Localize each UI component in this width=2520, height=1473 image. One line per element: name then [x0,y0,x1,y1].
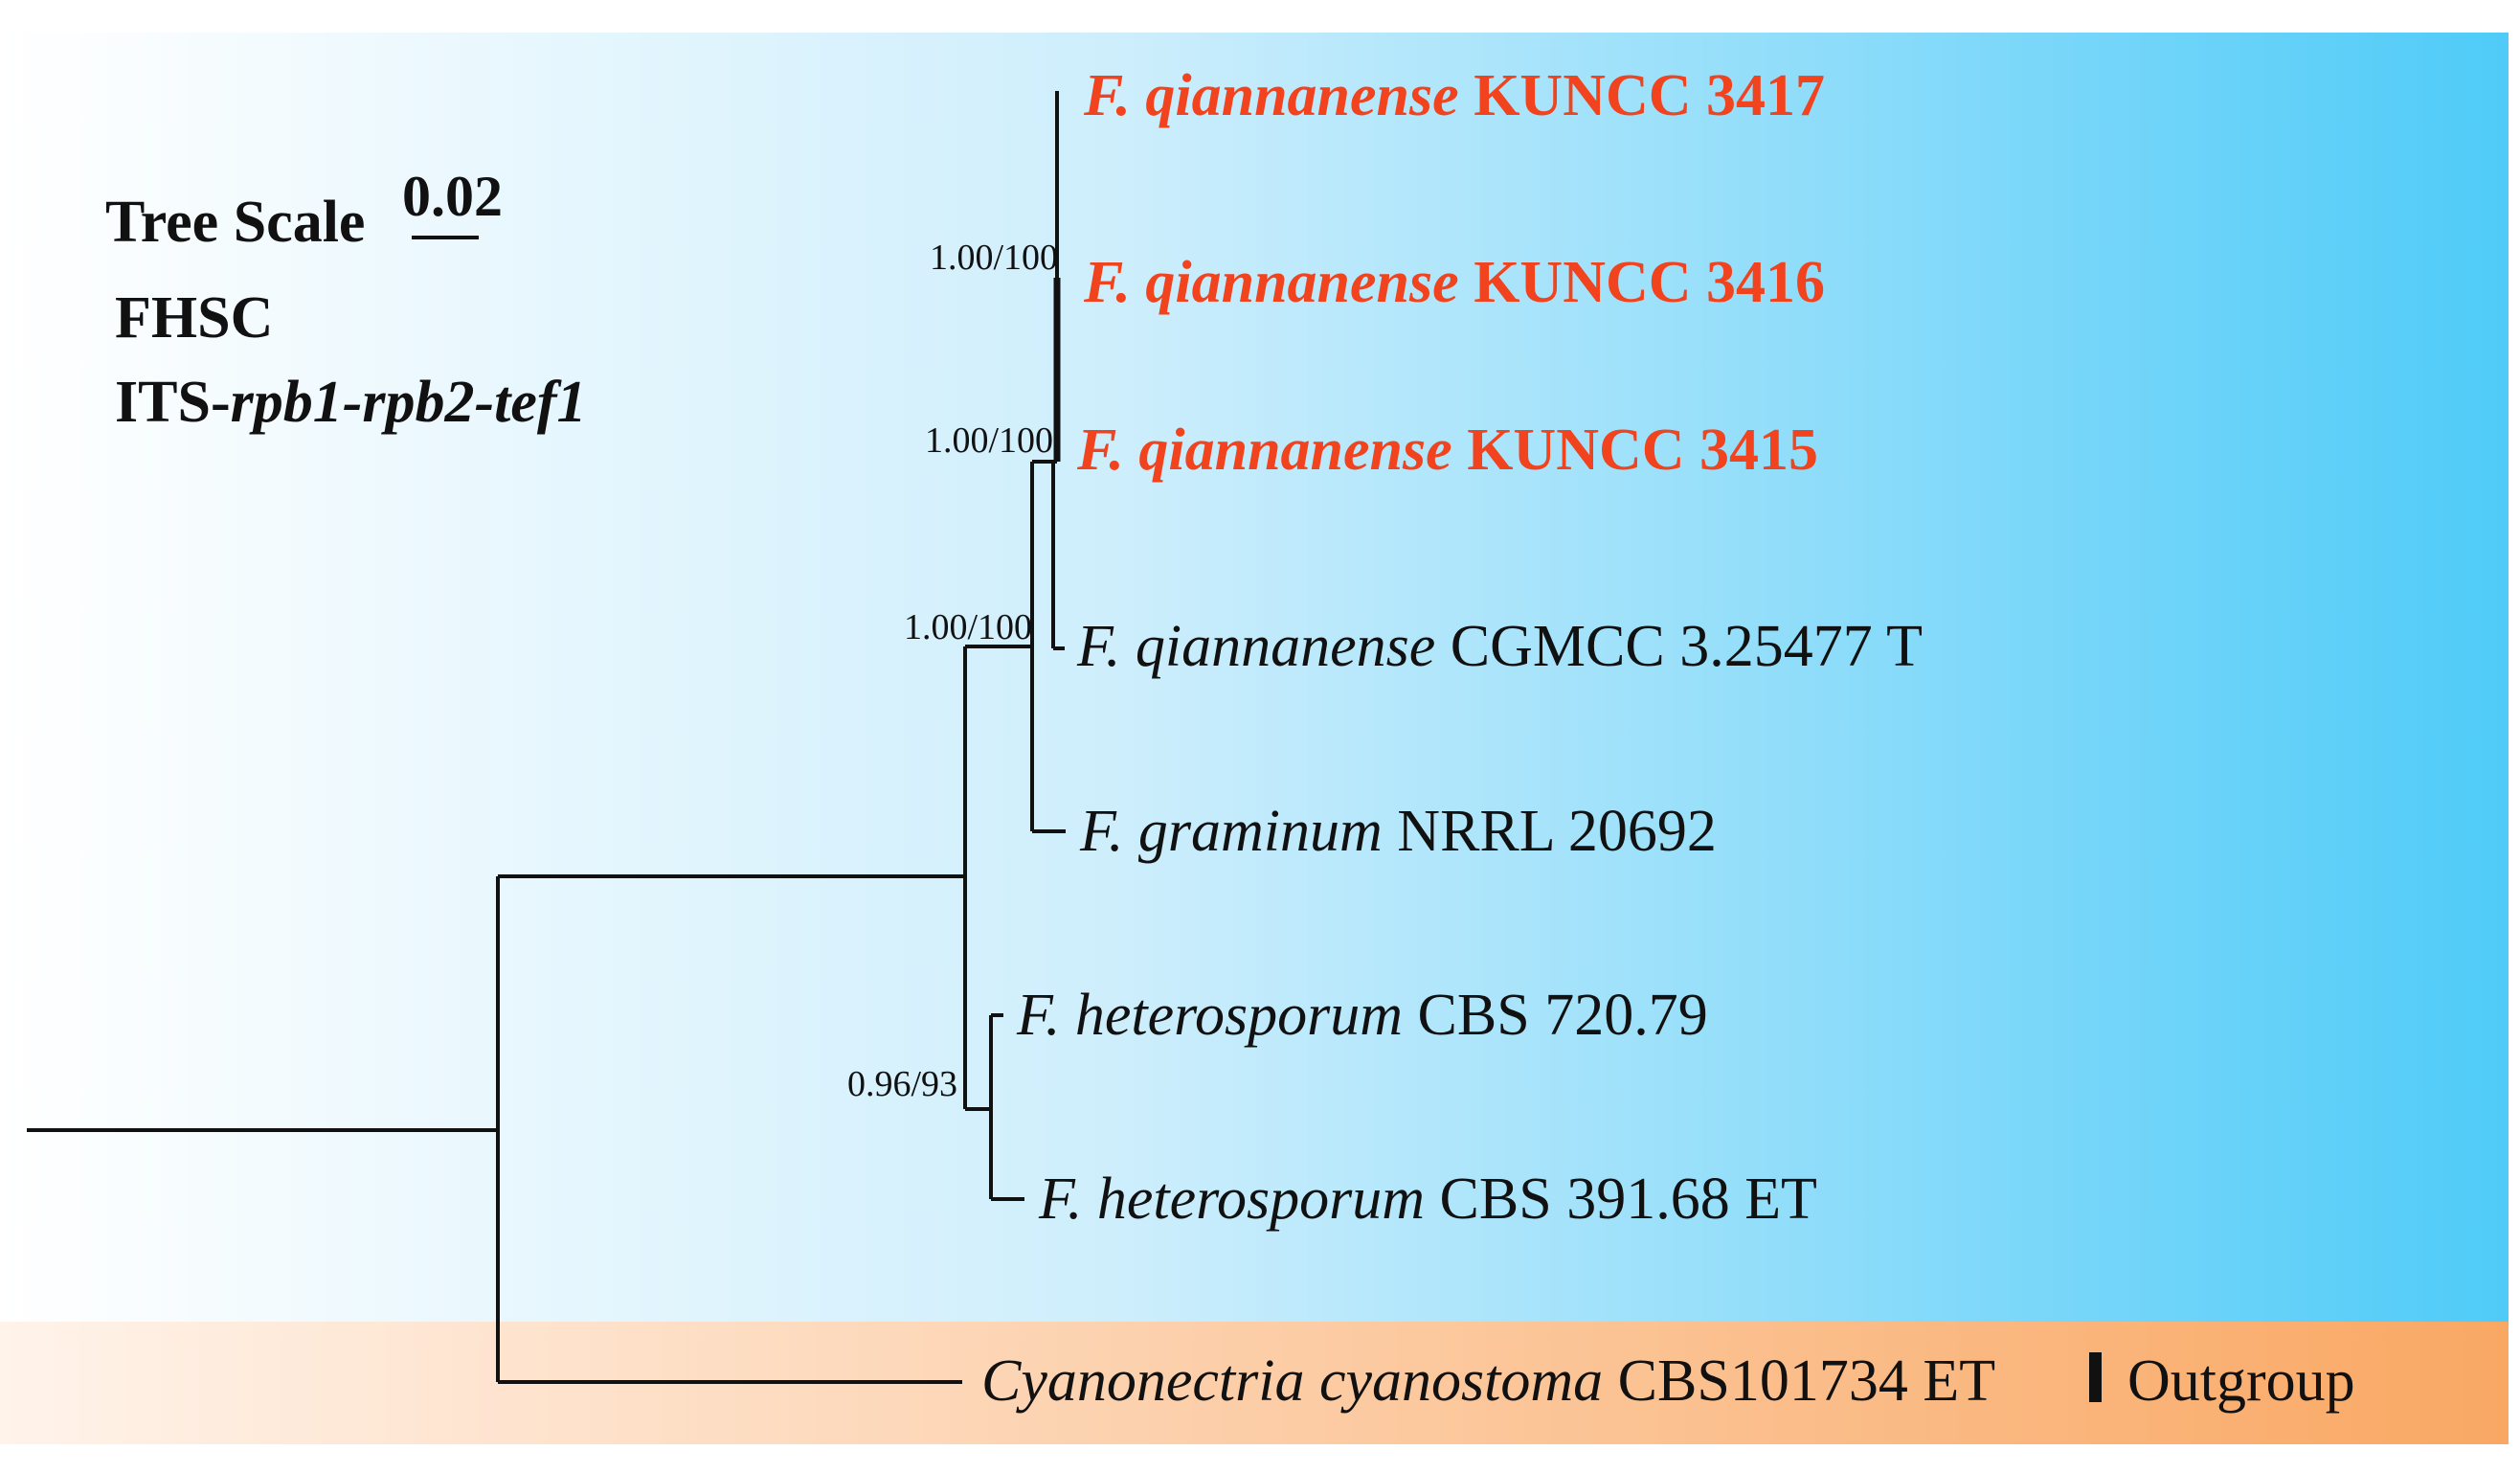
strain-id: CBS 391.68 ET [1440,1167,1817,1232]
taxon-labels: F. qiannanense KUNCC 3417 F. qiannanense… [981,63,1995,1414]
species-name: F. qiannanense [1076,614,1435,679]
species-name: F. graminum [1079,799,1383,864]
support-value-heterosporum-clade: 0.96/93 [847,1064,957,1104]
species-name: F. qiannanense [1076,418,1452,483]
tree-scale-label: Tree Scale [105,190,365,255]
taxon-label: F. qiannanense KUNCC 3416 [1083,250,1825,315]
taxon-label: F. graminum NRRL 20692 [1079,799,1717,864]
strain-id: CGMCC 3.25477 T [1451,614,1923,679]
species-complex-label: FHSC [115,285,273,351]
strain-separator [1452,418,1468,483]
outgroup-label: Outgroup [2127,1348,2355,1414]
tree-branches [27,91,1066,1384]
strain-id: KUNCC 3415 [1467,418,1818,483]
strain-separator [1403,983,1418,1048]
support-value-kuncc-clade: 1.00/100 [930,238,1058,278]
strain-id: KUNCC 3416 [1474,250,1825,315]
taxon-label: F. qiannanense KUNCC 3415 [1076,418,1818,483]
species-name: F. heterosporum [1016,983,1403,1048]
taxon-label: F. heterosporum CBS 391.68 ET [1038,1167,1817,1232]
taxon-label: F. qiannanense KUNCC 3417 [1083,63,1825,128]
species-name: F. qiannanense [1083,250,1459,315]
strain-id: CBS 720.79 [1418,983,1708,1048]
loci-prefix: ITS- [115,370,231,435]
ingroup-band [0,33,2509,1322]
species-name: F. qiannanense [1083,63,1459,128]
outgroup-marker-bar [2089,1352,2102,1402]
loci-label: ITS-rpb1-rpb2-tef1 [115,370,587,435]
strain-id: CBS101734 ET [1618,1348,1995,1414]
taxon-label: F. heterosporum CBS 720.79 [1016,983,1708,1048]
strain-id: KUNCC 3417 [1474,63,1825,128]
strain-separator [1425,1167,1440,1232]
taxon-label: F. qiannanense CGMCC 3.25477 T [1076,614,1923,679]
strain-separator [1459,63,1474,128]
tree-scale-value: 0.02 [402,165,503,228]
loci-genes: rpb1-rpb2-tef1 [231,370,587,435]
support-value-qiannanense-clade: 1.00/100 [925,420,1053,461]
strain-separator [1603,1348,1618,1414]
species-name: Cyanonectria cyanostoma [981,1348,1603,1414]
strain-id: NRRL 20692 [1397,799,1717,864]
strain-separator [1459,250,1474,315]
strain-separator [1383,799,1398,864]
strain-separator [1435,614,1451,679]
support-value-graminum-clade: 1.00/100 [904,607,1032,647]
taxon-label: Cyanonectria cyanostoma CBS101734 ET [981,1348,1995,1414]
species-name: F. heterosporum [1038,1167,1425,1232]
